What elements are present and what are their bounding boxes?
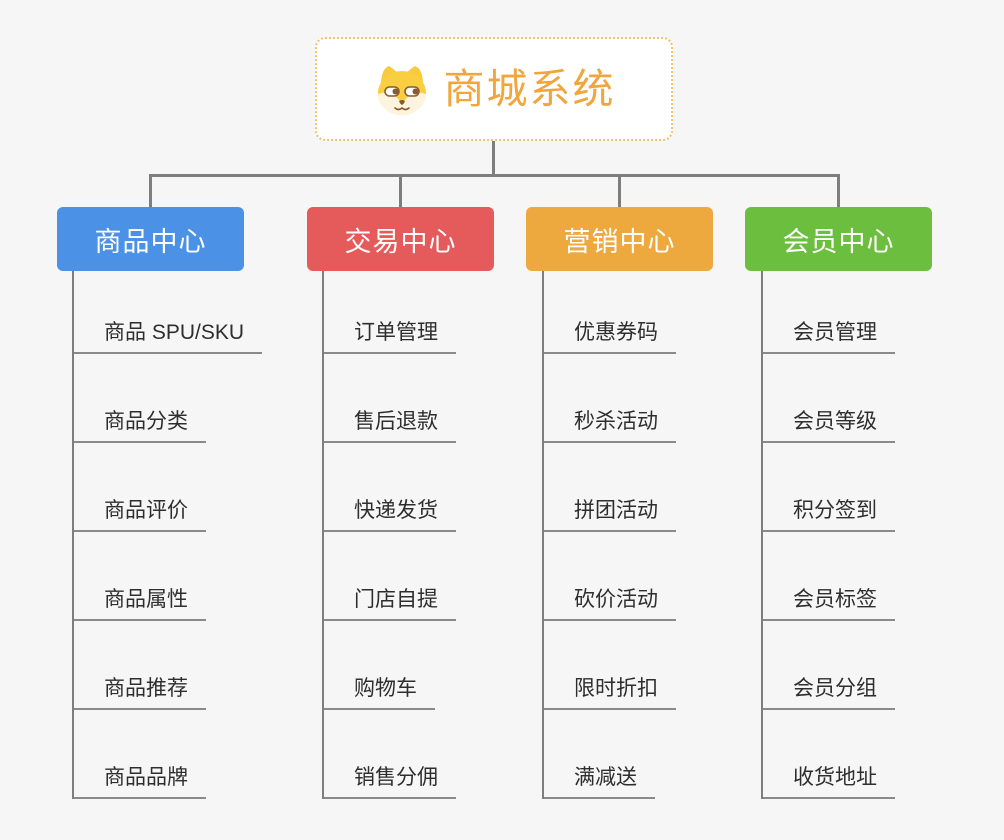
child-node-label: 秒杀活动 xyxy=(544,409,676,443)
child-node-label: 商品品牌 xyxy=(74,765,206,799)
branch-children-product-center: 商品 SPU/SKU 商品分类 商品评价 商品属性 商品推荐 商品品牌 xyxy=(72,271,263,799)
child-node-coupon-code[interactable]: 优惠券码 xyxy=(544,271,676,354)
branch-node-member-center[interactable]: 会员中心 xyxy=(745,207,932,271)
child-node-label: 售后退款 xyxy=(324,409,456,443)
child-node-label: 快递发货 xyxy=(324,498,456,532)
child-node-label: 商品分类 xyxy=(74,409,206,443)
child-node-label: 砍价活动 xyxy=(544,587,676,621)
child-node-label: 会员标签 xyxy=(763,587,895,621)
child-node-label: 会员分组 xyxy=(763,676,895,710)
connector-drop-trade-center xyxy=(399,174,402,208)
branch-children-trade-center: 订单管理 售后退款 快递发货 门店自提 购物车 销售分佣 xyxy=(322,271,456,799)
child-node-label: 积分签到 xyxy=(763,498,895,532)
connector-horizontal-bar xyxy=(149,174,840,177)
connector-drop-member-center xyxy=(837,174,840,208)
child-node-label: 商品推荐 xyxy=(74,676,206,710)
child-node-after-sale-refund[interactable]: 售后退款 xyxy=(324,354,456,443)
child-node-label: 门店自提 xyxy=(324,587,456,621)
child-node-sales-commission[interactable]: 销售分佣 xyxy=(324,710,456,799)
dog-face-icon xyxy=(373,63,431,115)
root-node-label: 商城系统 xyxy=(443,65,616,112)
child-node-points-checkin[interactable]: 积分签到 xyxy=(763,443,895,532)
branch-node-trade-center[interactable]: 交易中心 xyxy=(307,207,494,271)
child-node-member-group[interactable]: 会员分组 xyxy=(763,621,895,710)
child-node-label: 购物车 xyxy=(324,676,435,710)
child-node-group-buy[interactable]: 拼团活动 xyxy=(544,443,676,532)
child-node-bargain-activity[interactable]: 砍价活动 xyxy=(544,532,676,621)
child-node-spend-save[interactable]: 满减送 xyxy=(544,710,676,799)
child-node-label: 收货地址 xyxy=(763,765,895,799)
child-node-order-management[interactable]: 订单管理 xyxy=(324,271,456,354)
connector-root-stem xyxy=(492,140,495,177)
branch-node-marketing-center[interactable]: 营销中心 xyxy=(526,207,713,271)
child-node-product-recommend[interactable]: 商品推荐 xyxy=(74,621,262,710)
child-node-label: 商品属性 xyxy=(74,587,206,621)
child-node-label: 会员管理 xyxy=(763,320,895,354)
child-node-label: 优惠券码 xyxy=(544,320,676,354)
child-node-product-review[interactable]: 商品评价 xyxy=(74,443,262,532)
child-node-product-attribute[interactable]: 商品属性 xyxy=(74,532,262,621)
child-node-label: 订单管理 xyxy=(324,320,456,354)
root-node-mall-system[interactable]: 商城系统 xyxy=(315,37,673,141)
branch-children-marketing-center: 优惠券码 秒杀活动 拼团活动 砍价活动 限时折扣 满减送 xyxy=(542,271,676,799)
connector-drop-product-center xyxy=(149,174,152,208)
child-node-label: 拼团活动 xyxy=(544,498,676,532)
child-node-label: 会员等级 xyxy=(763,409,895,443)
connector-drop-marketing-center xyxy=(618,174,621,208)
branch-children-member-center: 会员管理 会员等级 积分签到 会员标签 会员分组 收货地址 xyxy=(761,271,895,799)
child-node-flash-sale[interactable]: 秒杀活动 xyxy=(544,354,676,443)
child-node-label: 商品 SPU/SKU xyxy=(74,320,263,354)
child-node-shipping-address[interactable]: 收货地址 xyxy=(763,710,895,799)
child-node-member-tag[interactable]: 会员标签 xyxy=(763,532,895,621)
child-node-label: 限时折扣 xyxy=(544,676,676,710)
child-node-express-shipping[interactable]: 快递发货 xyxy=(324,443,456,532)
child-node-label: 商品评价 xyxy=(74,498,206,532)
child-node-shopping-cart[interactable]: 购物车 xyxy=(324,621,456,710)
child-node-label: 销售分佣 xyxy=(324,765,456,799)
child-node-product-category[interactable]: 商品分类 xyxy=(74,354,262,443)
child-node-product-brand[interactable]: 商品品牌 xyxy=(74,710,262,799)
child-node-label: 满减送 xyxy=(544,765,655,799)
child-node-member-management[interactable]: 会员管理 xyxy=(763,271,895,354)
child-node-product-spu-sku[interactable]: 商品 SPU/SKU xyxy=(74,271,263,354)
child-node-store-pickup[interactable]: 门店自提 xyxy=(324,532,456,621)
child-node-limited-time-discount[interactable]: 限时折扣 xyxy=(544,621,676,710)
branch-node-product-center[interactable]: 商品中心 xyxy=(57,207,244,271)
child-node-member-level[interactable]: 会员等级 xyxy=(763,354,895,443)
